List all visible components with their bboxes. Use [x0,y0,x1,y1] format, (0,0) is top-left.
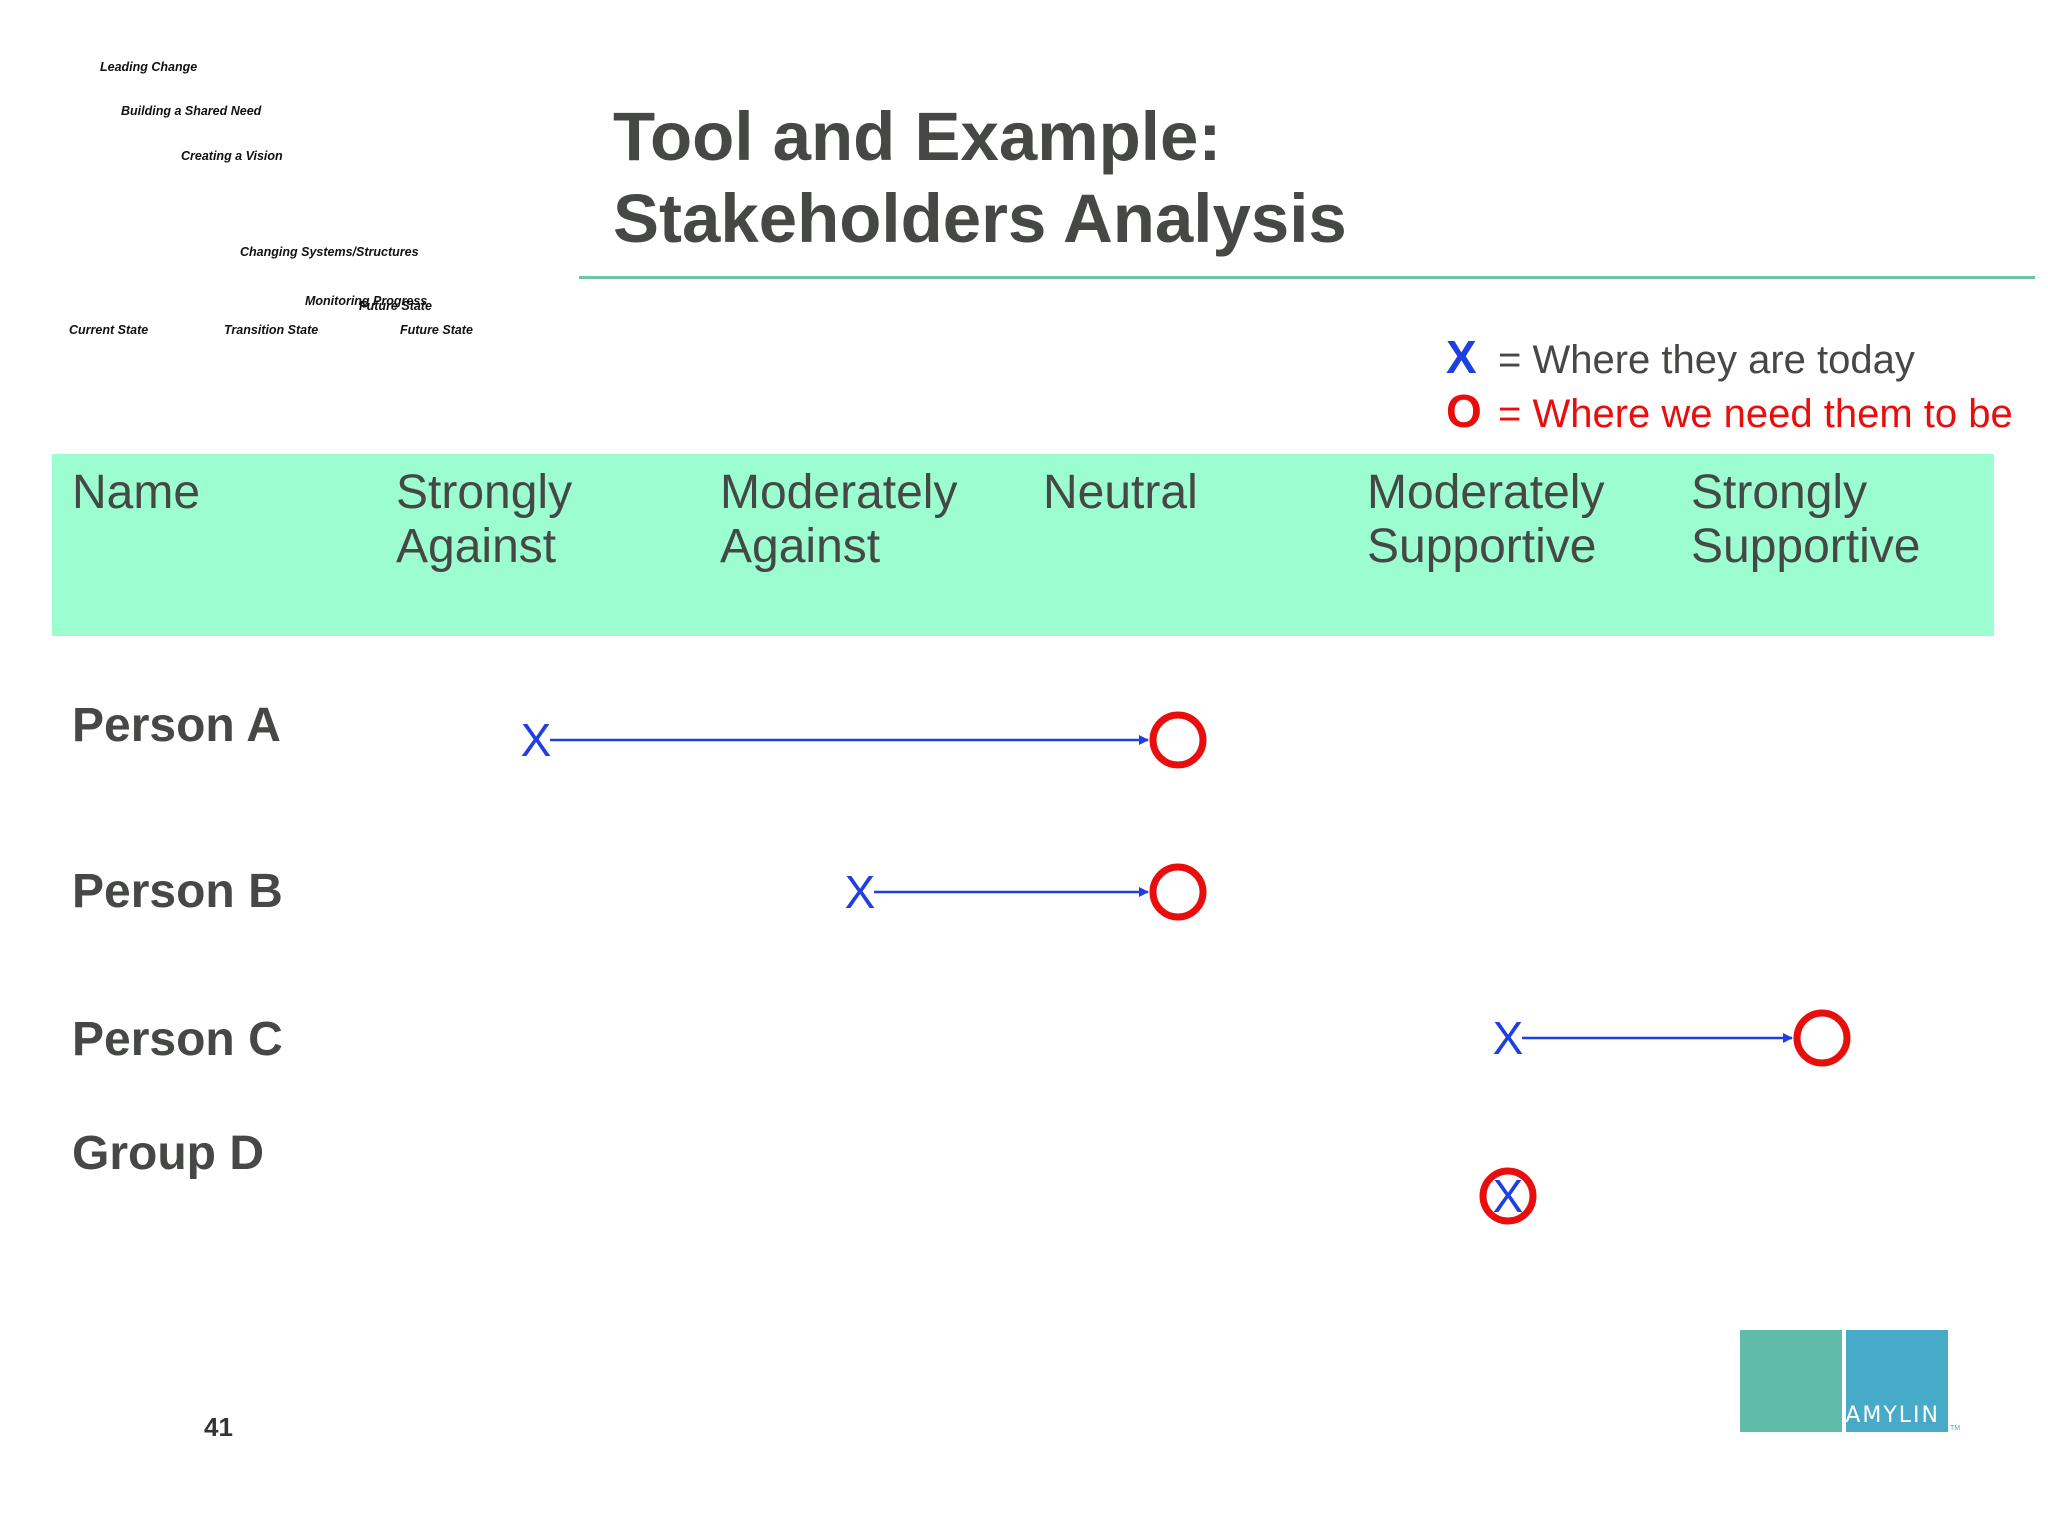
page-title: Tool and Example: Stakeholders Analysis [613,96,1347,260]
legend-o-symbol: O [1446,385,1482,437]
thumb-monitoring-progress: Monitoring Progress [305,294,428,308]
thumb-future-state: Future State [400,323,473,337]
title-line-1: Tool and Example: [613,98,1222,175]
col-header-moderately-supportive-line2: Supportive [1367,520,1597,573]
col-header-moderately-against-line1: Moderately [720,466,958,519]
col-header-strongly-supportive-line1: Strongly [1691,466,1868,519]
thumb-shared-need: Building a Shared Need [121,104,262,118]
thumb-transition-state: Transition State [224,323,319,337]
current-x-person-a: X [521,714,552,766]
logo-trademark: TM [1950,1425,1961,1432]
target-o-group-d [1479,1167,1537,1225]
current-x-person-b: X [845,866,876,918]
page-number: 41 [204,1412,233,1442]
amylin-logo: AMYLIN TM [1740,1330,1960,1432]
target-o-person-b [1149,863,1207,921]
logo-square-green [1740,1330,1842,1432]
row-label-person-b: Person B [72,865,283,918]
legend-o-row: O = Where we need them to be [1446,384,2013,438]
col-header-name: Name [72,466,200,520]
col-header-name-line1: Name [72,466,201,519]
table-header-band [52,454,1994,636]
thumb-future-state-overlap: Future State [359,299,432,313]
row-label-person-a: Person A [72,699,281,752]
legend-x-text: = Where they are today [1498,338,1915,382]
legend-x-row: X = Where they are today [1446,330,1915,384]
thumb-creating-vision: Creating a Vision [181,149,283,163]
col-header-strongly-supportive: Strongly Supportive [1691,466,1920,574]
target-o-person-a [1149,711,1207,769]
col-header-strongly-against: Strongly Against [396,466,572,574]
row-label-group-d: Group D [72,1127,264,1180]
logo-wordmark: AMYLIN [1845,1403,1940,1428]
col-header-moderately-supportive: Moderately Supportive [1367,466,1604,574]
row-label-person-c: Person C [72,1013,283,1066]
thumb-changing-systems: Changing Systems/Structures [240,245,419,259]
col-header-neutral-line1: Neutral [1043,466,1198,519]
current-x-person-c: X [1493,1012,1524,1064]
title-divider [579,276,2035,279]
col-header-moderately-supportive-line1: Moderately [1367,466,1605,519]
legend-x-symbol: X [1446,331,1477,383]
col-header-strongly-against-line1: Strongly [396,466,573,519]
logo-square-blue [1846,1330,1948,1432]
title-line-2: Stakeholders Analysis [613,180,1347,257]
legend-o-text: = Where we need them to be [1498,392,2013,436]
col-header-strongly-against-line2: Against [396,520,557,573]
thumb-current-state: Current State [69,323,149,337]
thumb-leading-change: Leading Change [100,60,198,74]
col-header-strongly-supportive-line2: Supportive [1691,520,1921,573]
current-x-group-d: X [1493,1170,1524,1222]
col-header-moderately-against-line2: Against [720,520,881,573]
target-o-person-c [1793,1009,1851,1067]
col-header-neutral: Neutral [1043,466,1198,520]
col-header-moderately-against: Moderately Against [720,466,957,574]
